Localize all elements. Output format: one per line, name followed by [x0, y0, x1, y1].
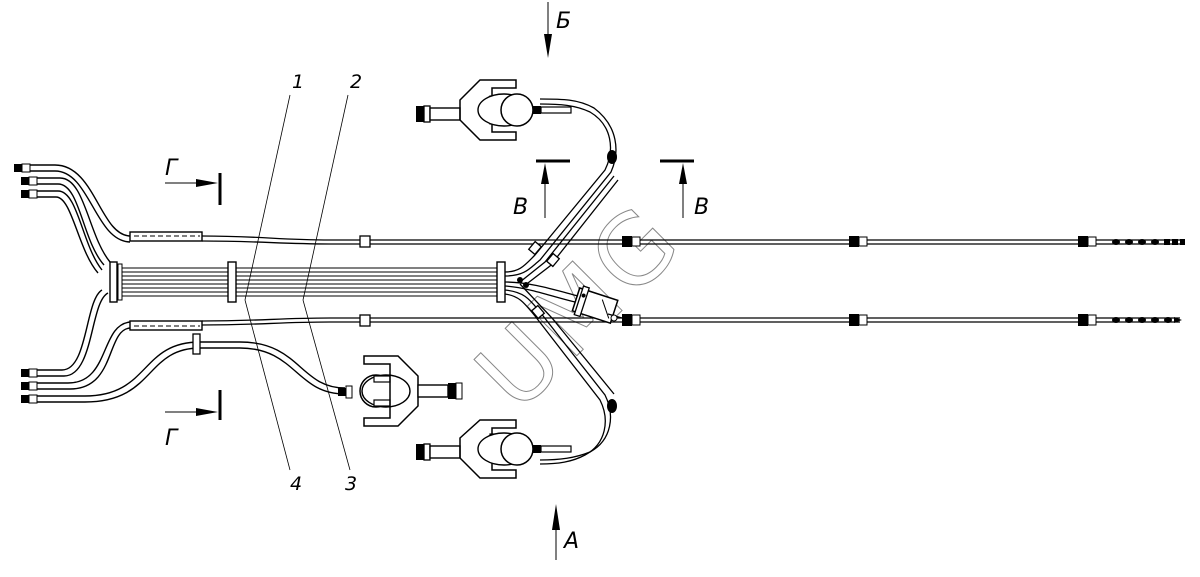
arrow-right-icon — [196, 408, 218, 416]
connector-ferrule — [28, 394, 38, 404]
clamp-tool-left — [338, 355, 463, 427]
view-arrow-b: Б — [544, 2, 571, 58]
leader-lines — [244, 94, 351, 471]
connector-tip — [21, 382, 29, 390]
arrow-down-icon — [544, 34, 552, 58]
fitting-nut — [1087, 314, 1097, 326]
connector-tip — [14, 164, 22, 172]
arrow-right-icon — [196, 179, 218, 187]
section-label-v-left: В — [513, 195, 528, 220]
section-label-g-top: Г — [165, 156, 179, 181]
fitting — [622, 236, 632, 247]
upper-long-cable — [129, 231, 1185, 248]
bundle-mid-clamp — [227, 261, 237, 303]
connector-ferrule — [21, 163, 31, 173]
lower-long-cable — [129, 314, 1182, 331]
fitting-nut — [858, 314, 868, 326]
connector-tip — [21, 177, 29, 185]
callout-3: 3 — [345, 473, 357, 495]
bundle-end-clamp — [109, 261, 118, 303]
fitting-nut — [858, 236, 868, 247]
connector-tip — [21, 190, 29, 198]
relay-unit — [571, 285, 619, 325]
fitting-nut — [1087, 236, 1097, 247]
beaded-end-bottom — [1112, 317, 1182, 323]
callout-1: 1 — [292, 71, 304, 93]
branch-knot — [607, 399, 617, 413]
view-arrow-a: А — [552, 504, 579, 560]
beaded-end-top — [1112, 239, 1185, 245]
arrow-up-icon — [541, 163, 549, 184]
connector-ferrule — [28, 189, 38, 199]
connector-ferrule — [28, 368, 38, 378]
left-bottom-cable-group — [21, 289, 346, 404]
branch-sleeve — [545, 252, 561, 268]
section-mark-g-top: Г — [165, 156, 222, 205]
view-label-b: Б — [556, 9, 571, 34]
connector-tip — [21, 395, 29, 403]
branch-sleeve — [530, 304, 546, 320]
callout-2: 2 — [350, 71, 362, 93]
arrow-up-icon — [552, 504, 560, 530]
section-mark-v-left: В — [513, 159, 570, 220]
section-label-v-right: В — [694, 195, 709, 220]
view-label-a: А — [562, 529, 579, 554]
callout-4: 4 — [290, 473, 302, 495]
fitting-nut — [631, 314, 641, 326]
left-top-cable-group — [14, 163, 131, 274]
cable-marker — [359, 314, 371, 327]
connector-tip — [21, 369, 29, 377]
arrow-up-icon — [679, 163, 687, 184]
clamp-tool-top — [416, 79, 572, 141]
fitting — [849, 236, 859, 247]
cable-marker — [359, 235, 371, 248]
junction — [504, 98, 623, 465]
bundle-right-clamp — [496, 261, 506, 303]
fitting — [849, 314, 859, 326]
fitting-nut — [631, 236, 641, 247]
branch-sleeve — [527, 240, 543, 256]
section-label-g-bottom: Г — [165, 426, 179, 451]
main-wire-bundle — [109, 261, 506, 303]
branch-knot — [607, 150, 617, 164]
fitting — [1078, 314, 1088, 326]
cable-clamp — [192, 333, 201, 355]
connector-ferrule — [28, 176, 38, 186]
fitting — [622, 314, 632, 326]
section-mark-g-bottom: Г — [165, 390, 222, 451]
connector-ferrule — [28, 381, 38, 391]
clamp-tool-bottom — [416, 419, 572, 479]
fitting — [1078, 236, 1088, 247]
section-mark-v-right: В — [660, 159, 709, 220]
